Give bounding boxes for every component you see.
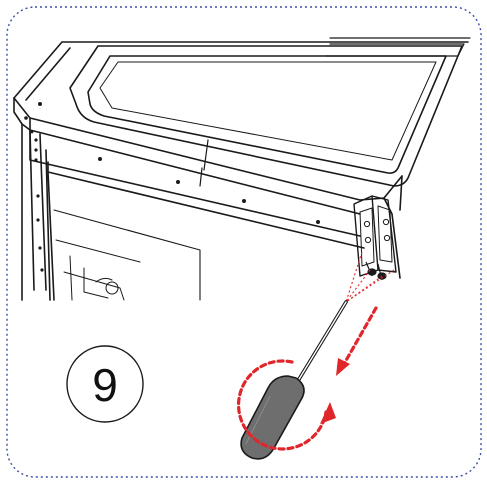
- step-number: 9: [92, 359, 118, 411]
- pull-out-arrow-icon: [336, 306, 378, 376]
- screwdriver: [240, 300, 348, 460]
- lower-panel: [47, 171, 55, 301]
- left-post: [13, 97, 23, 301]
- front-panel: [29, 129, 361, 237]
- step-circle: [66, 345, 144, 423]
- step-badge: 9: [66, 345, 144, 423]
- front-top-band: [13, 97, 403, 201]
- cabinet-drawing: [13, 37, 471, 301]
- lid-frame: [69, 45, 463, 187]
- top-lid-edge: [13, 41, 469, 99]
- guide-lines: [345, 251, 395, 303]
- hinge-bracket: [353, 195, 397, 277]
- counterclockwise-rotate-arrow-icon: [236, 359, 336, 451]
- panel-holes: [24, 102, 320, 272]
- screwdriver-handle: [240, 375, 305, 460]
